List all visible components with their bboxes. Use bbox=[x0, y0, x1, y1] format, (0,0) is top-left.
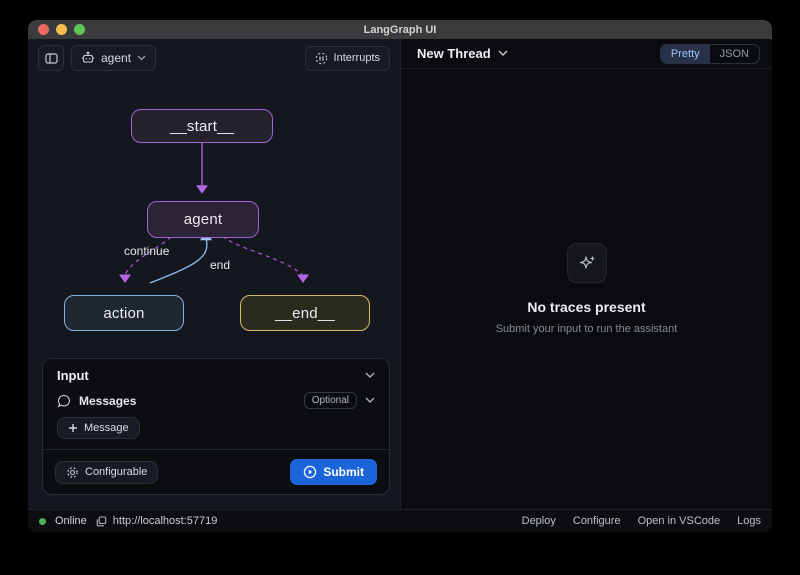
interrupt-debug-icon bbox=[315, 52, 328, 65]
sidebar-panel-icon bbox=[44, 52, 58, 65]
edge-agent-action bbox=[124, 231, 178, 276]
graph-toolbar: agent Interrupts bbox=[28, 39, 400, 77]
submit-button[interactable]: Submit bbox=[290, 459, 377, 485]
graph-node-action[interactable]: action bbox=[64, 295, 184, 331]
configurable-label: Configurable bbox=[85, 466, 148, 478]
input-title: Input bbox=[57, 368, 89, 383]
input-card: Input Messages Optional bbox=[42, 358, 390, 495]
empty-state: No traces present Submit your input to r… bbox=[401, 69, 772, 509]
play-circle-icon bbox=[303, 465, 317, 479]
server-url[interactable]: http://localhost:57719 bbox=[96, 515, 218, 527]
configure-link[interactable]: Configure bbox=[572, 515, 621, 527]
graph-selector-dropdown[interactable]: agent bbox=[71, 45, 157, 71]
arrowhead-agent-end bbox=[297, 274, 309, 284]
graph-canvas[interactable]: __start__ agent action __end__ continue … bbox=[28, 77, 400, 358]
input-footer: Configurable Submit bbox=[43, 450, 389, 494]
messages-field-row: Messages Optional bbox=[43, 389, 389, 417]
robot-icon bbox=[81, 51, 95, 65]
copy-icon[interactable] bbox=[96, 515, 107, 527]
sidebar-toggle-button[interactable] bbox=[38, 45, 64, 71]
online-label: Online bbox=[55, 515, 87, 527]
title-bar: LangGraph UI bbox=[28, 20, 772, 39]
toggle-pretty[interactable]: Pretty bbox=[660, 44, 710, 63]
edge-label-end: end bbox=[210, 258, 231, 272]
app-window: LangGraph UI agent bbox=[28, 20, 772, 532]
optional-badge: Optional bbox=[303, 392, 357, 409]
graph-selector-label: agent bbox=[101, 51, 132, 65]
add-message-label: Message bbox=[84, 422, 129, 434]
chevron-down-icon[interactable] bbox=[365, 372, 375, 379]
thread-panel: New Thread Pretty JSON No traces present bbox=[400, 39, 772, 509]
node-label: agent bbox=[183, 211, 223, 228]
toggle-json[interactable]: JSON bbox=[719, 47, 749, 60]
edge-action-agent bbox=[149, 238, 208, 284]
graph-node-agent[interactable]: agent bbox=[147, 201, 259, 238]
close-window-button[interactable] bbox=[38, 24, 49, 35]
online-status-dot bbox=[39, 517, 46, 525]
graph-node-end[interactable]: __end__ bbox=[240, 295, 370, 331]
node-label: __start__ bbox=[169, 117, 235, 135]
arrowhead-agent-action bbox=[119, 274, 131, 284]
logs-link[interactable]: Logs bbox=[737, 515, 761, 527]
chevron-down-icon bbox=[498, 50, 508, 57]
status-bar: Online http://localhost:57719 Deploy Con… bbox=[28, 509, 772, 532]
gear-icon bbox=[66, 466, 79, 479]
server-url-text: http://localhost:57719 bbox=[112, 515, 218, 527]
interrupts-label: Interrupts bbox=[333, 52, 380, 64]
messages-label: Messages bbox=[79, 393, 137, 408]
empty-state-title: No traces present bbox=[527, 299, 646, 315]
view-mode-toggle: Pretty JSON bbox=[659, 43, 760, 64]
traffic-lights bbox=[38, 20, 85, 39]
node-label: __end__ bbox=[275, 304, 335, 322]
submit-label: Submit bbox=[323, 465, 364, 479]
graph-panel: agent Interrupts bbox=[28, 39, 400, 509]
sparkle-icon bbox=[577, 253, 597, 273]
input-header[interactable]: Input bbox=[43, 359, 389, 389]
zoom-window-button[interactable] bbox=[74, 24, 85, 35]
thread-selector-dropdown[interactable]: New Thread bbox=[417, 46, 508, 61]
graph-node-start[interactable]: __start__ bbox=[131, 109, 273, 143]
chat-bubble-icon bbox=[57, 394, 71, 408]
minimize-window-button[interactable] bbox=[56, 24, 67, 35]
add-message-button[interactable]: Message bbox=[57, 417, 140, 439]
thread-title-label: New Thread bbox=[417, 46, 491, 61]
configurable-button[interactable]: Configurable bbox=[55, 460, 159, 484]
open-in-vscode-link[interactable]: Open in VSCode bbox=[637, 515, 721, 527]
chevron-down-icon bbox=[137, 55, 146, 61]
card-divider bbox=[43, 449, 389, 450]
node-label: action bbox=[103, 304, 145, 322]
interrupts-button[interactable]: Interrupts bbox=[304, 45, 390, 71]
empty-state-subtitle: Submit your input to run the assistant bbox=[495, 323, 678, 335]
deploy-link[interactable]: Deploy bbox=[521, 515, 556, 527]
arrowhead-start-agent bbox=[196, 185, 208, 194]
edge-label-continue: continue bbox=[124, 244, 170, 258]
chevron-down-icon[interactable] bbox=[365, 397, 375, 404]
sparkle-tile bbox=[566, 243, 607, 283]
window-title: LangGraph UI bbox=[363, 23, 437, 36]
plus-icon bbox=[68, 423, 78, 433]
thread-header: New Thread Pretty JSON bbox=[401, 39, 772, 69]
